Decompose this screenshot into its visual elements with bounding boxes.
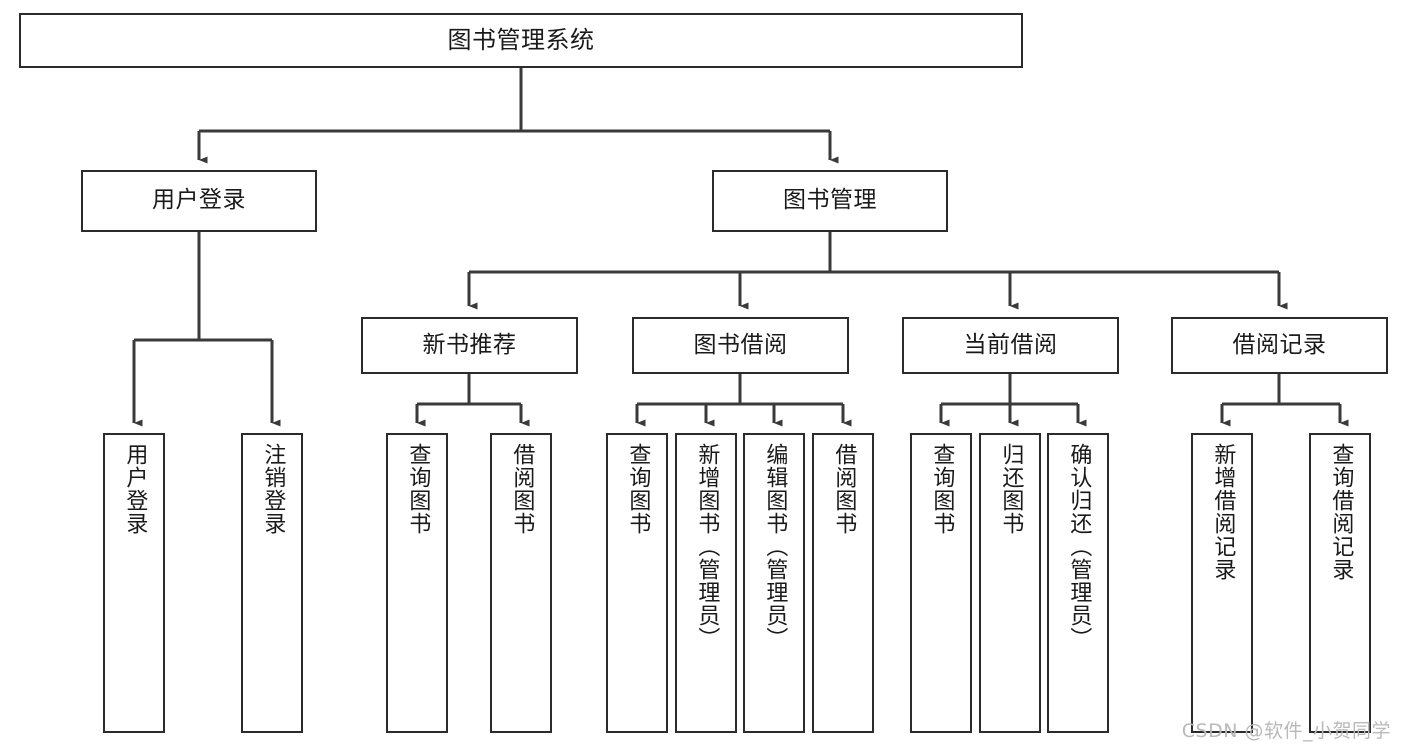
node-leaf-borrow-book[interactable]: 借阅图书 [812,433,874,733]
node-book-borrow[interactable]: 图书借阅 [632,317,849,374]
node-label: 注销登录 [260,443,286,535]
watermark: CSDN @软件_小贺同学 [1181,720,1391,742]
node-label: 图书管理 [783,187,877,214]
node-label: 图书管理系统 [447,26,595,55]
node-leaf-borrow-book-recommend[interactable]: 借阅图书 [490,433,552,733]
node-leaf-user-login[interactable]: 用户登录 [103,433,165,733]
node-leaf-query-book-current[interactable]: 查询图书 [910,433,972,733]
node-borrow-record[interactable]: 借阅记录 [1171,317,1388,374]
node-current-borrow[interactable]: 当前借阅 [902,317,1119,374]
node-label: 借阅记录 [1232,331,1327,358]
node-leaf-edit-book[interactable]: 编辑图书（管理员） [743,433,805,733]
node-leaf-add-book[interactable]: 新增图书（管理员） [675,433,737,733]
node-label: 新书推荐 [422,331,517,358]
node-label: 查询图书 [929,443,955,535]
node-label: 新增图书（管理员） [694,443,720,650]
node-label: 查询借阅记录 [1328,443,1354,581]
node-root-book-management-system[interactable]: 图书管理系统 [19,13,1023,68]
node-label: 图书借阅 [693,331,788,358]
node-user-login[interactable]: 用户登录 [81,170,317,232]
node-leaf-query-borrow-record[interactable]: 查询借阅记录 [1309,433,1371,733]
node-label: 借阅图书 [831,443,857,535]
node-label: 借阅图书 [509,443,535,535]
node-label: 确认归还（管理员） [1066,443,1092,650]
node-book-manage[interactable]: 图书管理 [712,170,948,232]
node-label: 当前借阅 [963,331,1058,358]
node-leaf-query-book-borrow[interactable]: 查询图书 [606,433,668,733]
node-leaf-confirm-return[interactable]: 确认归还（管理员） [1047,433,1109,733]
node-label: 用户登录 [122,443,148,535]
node-leaf-return-book[interactable]: 归还图书 [979,433,1041,733]
node-leaf-query-book-recommend[interactable]: 查询图书 [386,433,448,733]
node-label: 用户登录 [152,187,246,214]
node-label: 查询图书 [625,443,651,535]
node-label: 查询图书 [405,443,431,535]
node-leaf-logout-login[interactable]: 注销登录 [241,433,303,733]
node-new-book-recommend[interactable]: 新书推荐 [361,317,578,374]
node-label: 新增借阅记录 [1210,443,1236,581]
node-label: 归还图书 [998,443,1024,535]
node-label: 编辑图书（管理员） [762,443,788,650]
node-leaf-add-borrow-record[interactable]: 新增借阅记录 [1191,433,1253,733]
